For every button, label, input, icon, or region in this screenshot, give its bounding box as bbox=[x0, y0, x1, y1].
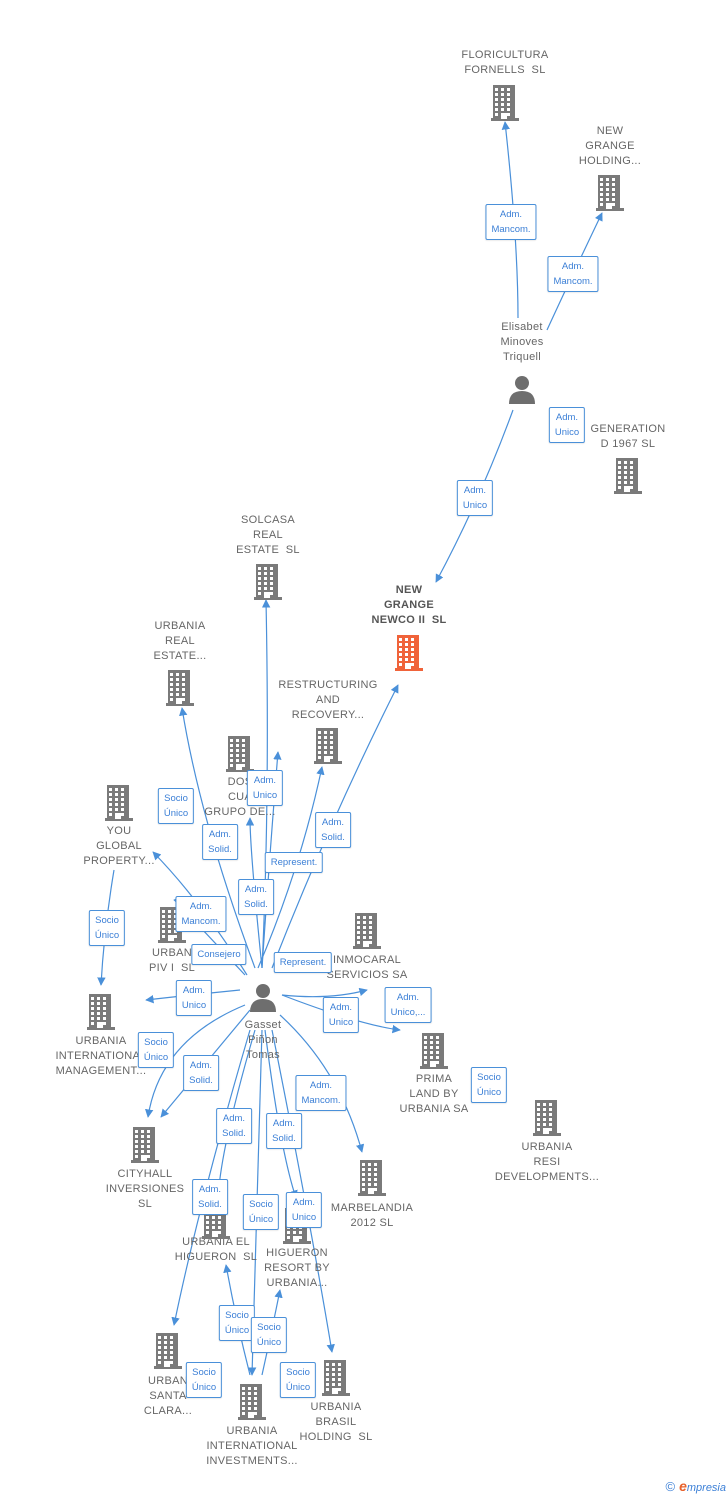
building-icon[interactable] bbox=[226, 736, 254, 777]
edge-15 bbox=[145, 1004, 246, 1118]
relation-badge: Adm. Mancom. bbox=[547, 256, 599, 292]
building-icon[interactable] bbox=[154, 1333, 182, 1374]
node-label-inmocaral[interactable]: INMOCARAL SERVICIOS SA bbox=[326, 954, 408, 981]
relation-badge: Adm. Unico bbox=[246, 770, 284, 806]
node-label-urbania_real[interactable]: URBANIA REAL ESTATE... bbox=[153, 620, 207, 662]
node-label-generation[interactable]: GENERATION D 1967 SL bbox=[590, 423, 666, 450]
relation-badge: Adm. Unico bbox=[322, 997, 360, 1033]
relation-badge: Adm. Solid. bbox=[216, 1108, 252, 1144]
node-label-urbania_brasil[interactable]: URBANIA BRASIL HOLDING SL bbox=[299, 1401, 373, 1443]
relation-badge: Socio Único bbox=[218, 1305, 256, 1341]
relation-badge: Socio Único bbox=[250, 1317, 288, 1353]
node-label-floricultura[interactable]: FLORICULTURA FORNELLS SL bbox=[461, 49, 549, 76]
relation-badge: Socio Único bbox=[88, 910, 126, 946]
building-icon[interactable] bbox=[238, 1384, 266, 1425]
node-label-urbania_piv[interactable]: URBAN PIV I SL bbox=[148, 947, 196, 974]
building-icon[interactable] bbox=[87, 994, 115, 1035]
edge-12 bbox=[281, 987, 368, 998]
person-icon[interactable] bbox=[248, 983, 278, 1018]
node-label-urbania_higueron[interactable]: URBANIA EL HIGUERON SL bbox=[174, 1236, 258, 1263]
building-icon[interactable] bbox=[105, 785, 133, 826]
node-label-urbania_intl_inv[interactable]: URBANIA INTERNATIONAL INVESTMENTS... bbox=[206, 1425, 298, 1467]
building-icon[interactable] bbox=[131, 1127, 159, 1168]
building-icon[interactable] bbox=[491, 85, 519, 126]
relation-badge: Adm. Solid. bbox=[266, 1113, 302, 1149]
relation-badge: Represent. bbox=[273, 952, 333, 973]
node-label-new_grange_newco[interactable]: NEW GRANGE NEWCO II SL bbox=[371, 584, 447, 626]
node-label-new_grange_holding[interactable]: NEW GRANGE HOLDING... bbox=[578, 125, 642, 167]
node-label-you_global[interactable]: YOU GLOBAL PROPERTY... bbox=[83, 825, 155, 867]
node-label-urbania_santa[interactable]: URBAN SANTA CLARA... bbox=[143, 1375, 193, 1417]
node-label-gasset[interactable]: Gasset Piñon Tomas bbox=[244, 1019, 282, 1061]
node-label-prima_land[interactable]: PRIMA LAND BY URBANIA SA bbox=[399, 1073, 469, 1115]
node-label-higueron_resort[interactable]: HIGUERON RESORT BY URBANIA... bbox=[264, 1247, 330, 1289]
relation-badge: Adm. Solid. bbox=[202, 824, 238, 860]
node-label-urbania_resi[interactable]: URBANIA RESI DEVELOPMENTS... bbox=[494, 1141, 600, 1183]
building-icon[interactable] bbox=[614, 458, 642, 499]
brand-initial: e bbox=[679, 1478, 687, 1494]
relation-badge: Socio Único bbox=[470, 1067, 508, 1103]
copyright-icon: © bbox=[665, 1479, 676, 1494]
brand-footer[interactable]: ©empresia bbox=[665, 1478, 726, 1494]
relation-badge: Socio Único bbox=[279, 1362, 317, 1398]
relation-badge: Adm. Unico bbox=[456, 480, 494, 516]
brand-name: mpresia bbox=[686, 1482, 726, 1494]
relation-badge: Adm. Mancom. bbox=[485, 204, 537, 240]
building-icon[interactable] bbox=[314, 728, 342, 769]
building-icon[interactable] bbox=[533, 1100, 561, 1141]
relation-badge: Socio Único bbox=[157, 788, 195, 824]
relation-badge: Adm. Solid. bbox=[183, 1055, 219, 1091]
edge-7 bbox=[245, 817, 263, 969]
relation-badge: Adm. Unico bbox=[175, 980, 213, 1016]
relation-badge: Adm. Solid. bbox=[315, 812, 351, 848]
relation-badge: Consejero bbox=[191, 944, 247, 965]
node-label-cityhall[interactable]: CITYHALL INVERSIONES SL bbox=[105, 1168, 185, 1210]
building-icon[interactable] bbox=[395, 635, 423, 676]
building-icon[interactable] bbox=[596, 175, 624, 216]
relation-badge: Adm. Solid. bbox=[192, 1179, 228, 1215]
node-label-dos_cua[interactable]: DOS CUA GRUPO DE... bbox=[204, 776, 276, 818]
relation-badge: Socio Único bbox=[137, 1032, 175, 1068]
relation-badge: Adm. Unico bbox=[285, 1192, 323, 1228]
building-icon[interactable] bbox=[166, 670, 194, 711]
node-label-marbelandia[interactable]: MARBELANDIA 2012 SL bbox=[330, 1202, 414, 1229]
node-label-elisabet[interactable]: Elisabet Minoves Triquell bbox=[500, 321, 544, 363]
building-icon[interactable] bbox=[254, 564, 282, 605]
relation-badge: Socio Único bbox=[242, 1194, 280, 1230]
relation-badge: Adm. Mancom. bbox=[175, 896, 227, 932]
building-icon[interactable] bbox=[353, 913, 381, 954]
relation-badge: Adm. Solid. bbox=[238, 879, 274, 915]
node-label-urbania_intl_mgmt[interactable]: URBANIA INTERNATIONAL MANAGEMENT... bbox=[55, 1035, 147, 1077]
relation-badge: Adm. Unico,... bbox=[384, 987, 432, 1023]
building-icon[interactable] bbox=[358, 1160, 386, 1201]
relation-badge: Represent. bbox=[264, 852, 324, 873]
person-icon[interactable] bbox=[507, 375, 537, 410]
building-icon[interactable] bbox=[420, 1033, 448, 1074]
node-label-restructuring[interactable]: RESTRUCTURING AND RECOVERY... bbox=[278, 679, 378, 721]
building-icon[interactable] bbox=[322, 1360, 350, 1401]
relation-badge: Socio Único bbox=[185, 1362, 223, 1398]
node-label-solcasa[interactable]: SOLCASA REAL ESTATE SL bbox=[236, 514, 300, 556]
relation-badge: Adm. Unico bbox=[548, 407, 586, 443]
relation-badge: Adm. Mancom. bbox=[295, 1075, 347, 1111]
